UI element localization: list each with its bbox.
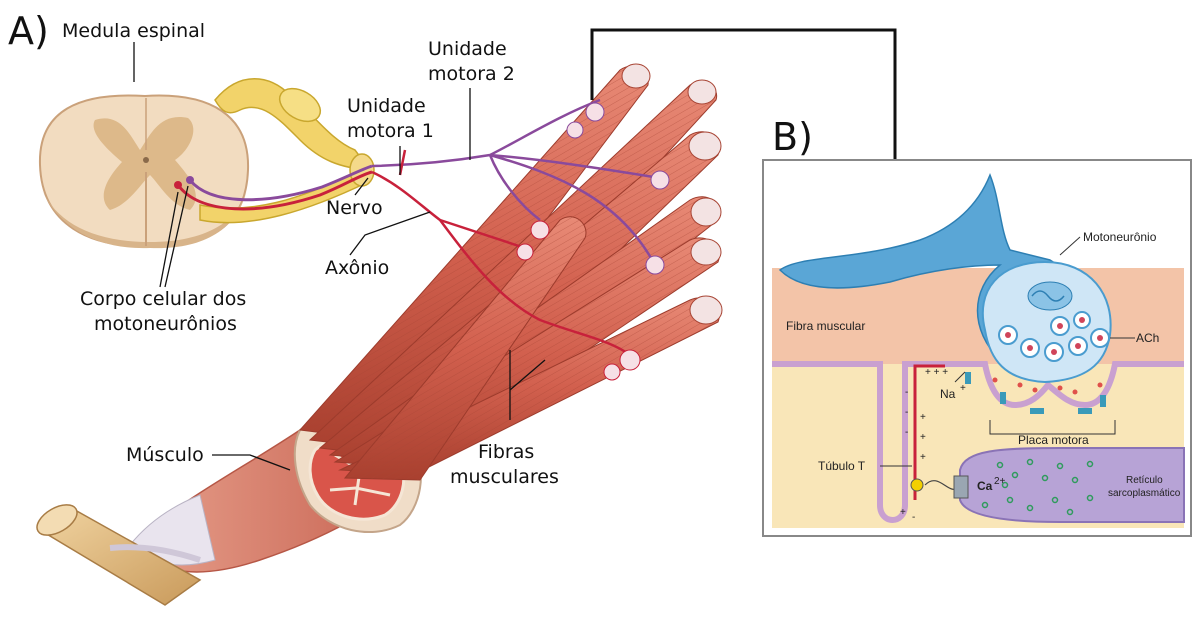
label-musculo: Músculo [126, 444, 204, 466]
label-ca: Ca [977, 479, 993, 493]
panel-b: B) [763, 115, 1191, 536]
svg-text:+: + [920, 452, 926, 463]
svg-text:-: - [905, 387, 908, 398]
label-ca-sup: 2+ [994, 476, 1006, 487]
label-na: Na [940, 387, 956, 401]
svg-text:+: + [900, 507, 906, 518]
panel-a: A) [8, 9, 722, 605]
panel-a-letter: A) [8, 9, 49, 53]
svg-text:-: - [912, 512, 915, 523]
voltage-sensor [911, 479, 923, 491]
svg-text:+: + [920, 412, 926, 423]
label-corpo-celular-line1: Corpo celular dos [80, 288, 246, 310]
label-na-sup: + [960, 383, 966, 394]
svg-text:-: - [905, 407, 908, 418]
label-fibra-muscular: Fibra muscular [786, 319, 865, 333]
label-unidade-motora-2-line2: motora 2 [428, 63, 515, 85]
panel-b-letter: B) [772, 115, 813, 159]
label-unidade-motora-1-line2: motora 1 [347, 120, 434, 142]
label-nervo: Nervo [326, 197, 383, 219]
label-unidade-motora-1-line1: Unidade [347, 95, 426, 117]
svg-text:+ + +: + + + [925, 367, 948, 378]
label-motoneuronio: Motoneurônio [1083, 230, 1157, 244]
label-corpo-celular-line2: motoneurônios [94, 313, 237, 335]
label-axonio: Axônio [325, 257, 389, 279]
spinal-cord [40, 95, 248, 248]
label-reticulo-line1: Retículo [1126, 475, 1163, 486]
label-tubulo-t: Túbulo T [818, 459, 866, 473]
svg-text:+: + [920, 432, 926, 443]
svg-text:-: - [905, 427, 908, 438]
label-unidade-motora-2-line1: Unidade [428, 38, 507, 60]
label-ach: ACh [1136, 331, 1159, 345]
label-medula-espinal: Medula espinal [62, 20, 205, 42]
label-placa-motora: Placa motora [1018, 433, 1089, 447]
label-reticulo-line2: sarcoplasmático [1108, 488, 1181, 499]
label-fibras-line2: musculares [450, 466, 559, 488]
label-fibras-line1: Fibras [478, 441, 534, 463]
